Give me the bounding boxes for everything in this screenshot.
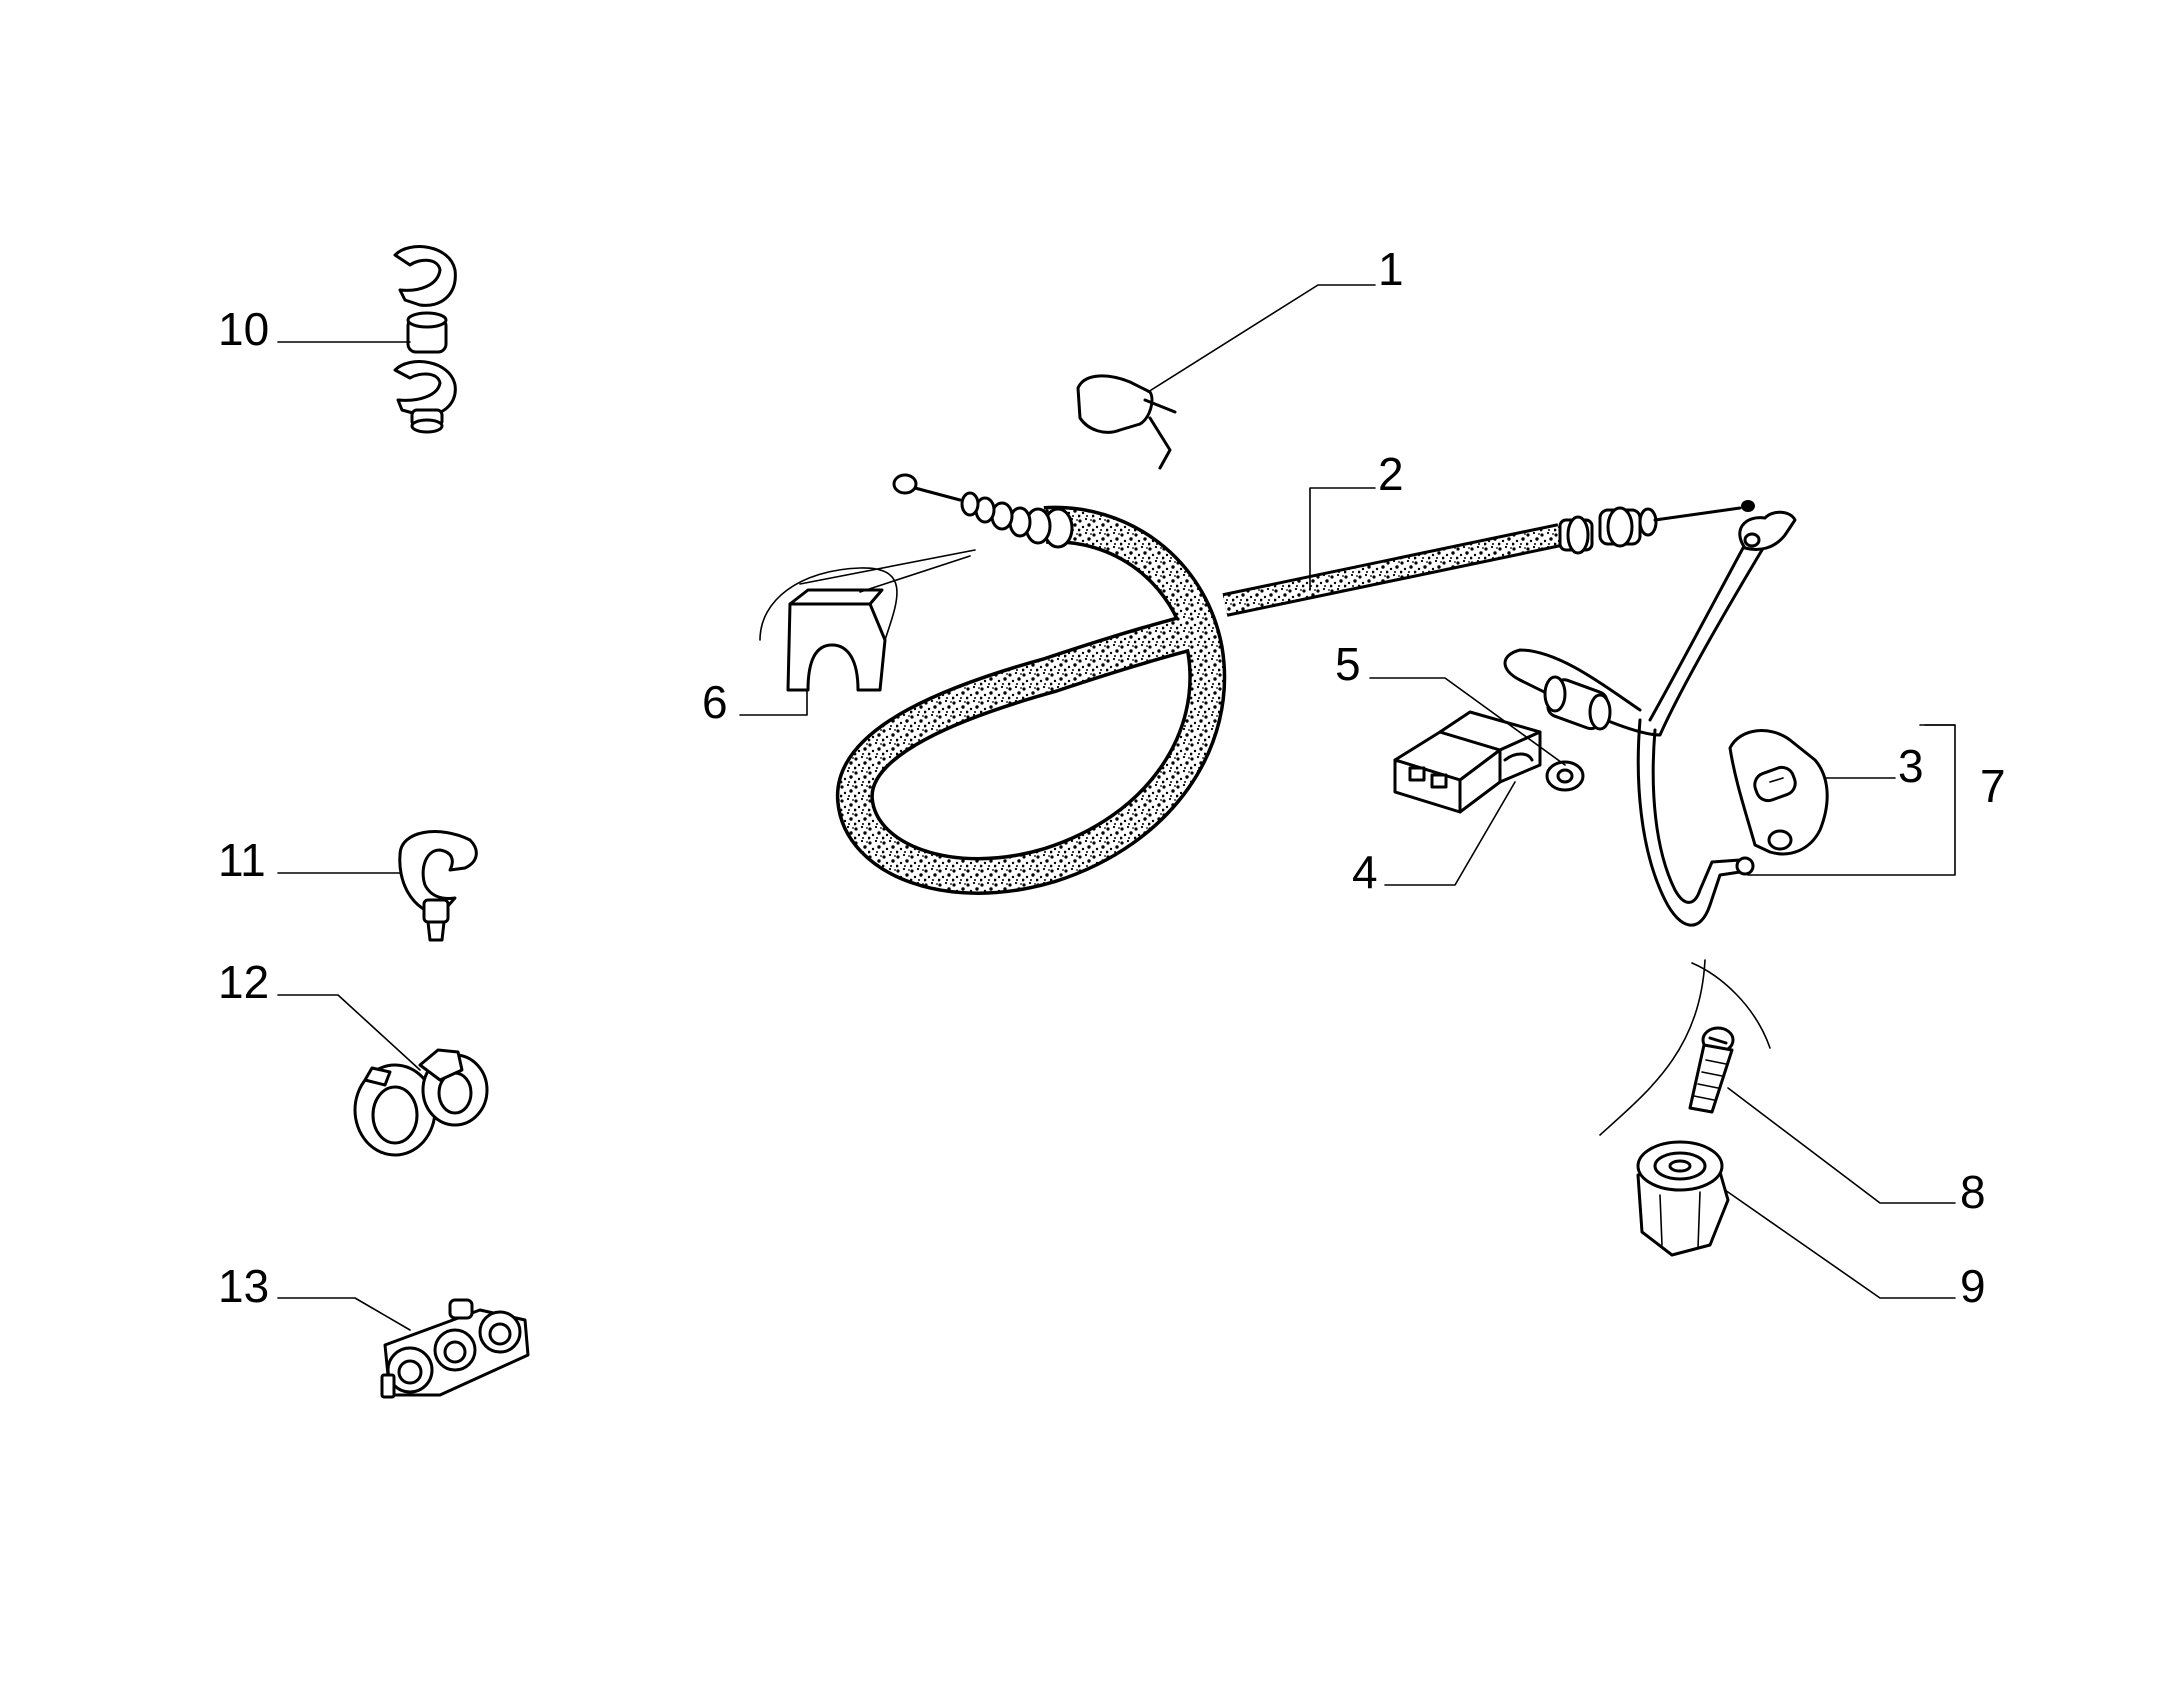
callout-6: 6 xyxy=(702,676,728,728)
leader-1 xyxy=(1147,284,1376,393)
part-6-u-clip xyxy=(759,549,976,692)
leader-8 xyxy=(1727,1087,1956,1204)
leader-13 xyxy=(277,1297,411,1331)
callout-1: 1 xyxy=(1378,243,1404,295)
callout-3: 3 xyxy=(1898,740,1924,792)
leader-12 xyxy=(277,994,421,1071)
leader-lines xyxy=(277,284,1956,1331)
part-10-clip-stack xyxy=(393,245,457,434)
part-13-triple-clip xyxy=(380,1298,530,1399)
cable-left-ferrule xyxy=(892,473,1074,549)
callout-9: 9 xyxy=(1960,1260,1986,1312)
callout-2: 2 xyxy=(1378,448,1404,500)
leader-5 xyxy=(1369,677,1566,766)
cable-right-ferrule xyxy=(1558,500,1755,555)
callout-5: 5 xyxy=(1335,638,1361,690)
callout-13: 13 xyxy=(218,1260,269,1312)
part-7-lever-rod xyxy=(1503,510,1797,927)
part-12-twin-clip xyxy=(353,1048,489,1157)
leader-2 xyxy=(1309,487,1376,591)
cable-end-nipple-left xyxy=(892,473,918,495)
callout-numbers: 1 2 3 4 5 6 7 8 9 10 11 12 13 xyxy=(218,243,2006,1312)
part-3-cam-plate xyxy=(1728,729,1829,856)
callout-7: 7 xyxy=(1980,760,2006,812)
callout-10: 10 xyxy=(218,303,269,355)
part-4-rubber-blocks xyxy=(1393,710,1542,814)
callout-4: 4 xyxy=(1352,846,1378,898)
rod-sleeve xyxy=(1543,675,1612,731)
leader-4 xyxy=(1384,781,1516,886)
part-11-single-clip xyxy=(398,830,478,942)
leader-6 xyxy=(739,689,808,716)
cable-end-nipple-right xyxy=(1741,500,1755,512)
callout-8: 8 xyxy=(1960,1166,1986,1218)
leader-9 xyxy=(1724,1189,1956,1299)
callout-12: 12 xyxy=(218,956,269,1008)
part-9-grommet xyxy=(1636,1140,1730,1257)
callout-11: 11 xyxy=(218,834,266,886)
part-2-cable xyxy=(835,473,1755,895)
part-8-bolt xyxy=(1599,959,1771,1136)
part-5-washer xyxy=(1545,760,1585,792)
part-1-cable-terminal xyxy=(1076,374,1177,470)
